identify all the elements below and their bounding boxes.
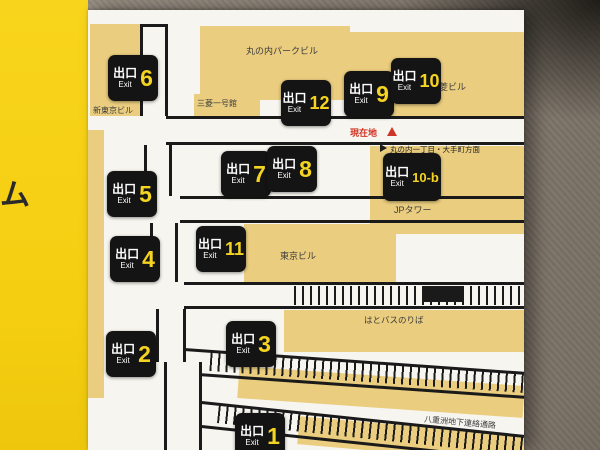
exit-sign-text: 出口 Exit: [231, 333, 255, 355]
exit-sign-text: 出口 Exit: [111, 343, 135, 365]
exit-jp-label: 出口: [272, 157, 297, 171]
current-location-label: 現在地: [350, 128, 378, 138]
exit-en-label: Exit: [397, 83, 412, 92]
exit-sign-3: 出口 Exit 3: [226, 321, 276, 367]
exit-sign-10-b: 出口 Exit 10-b: [383, 153, 441, 201]
exit-number: 3: [258, 330, 271, 357]
exit-number: 6: [140, 64, 153, 91]
road-middle-bottom-edge: [180, 220, 524, 223]
exit-sign-10: 出口 Exit 10: [391, 58, 441, 104]
label-mitsubishi-ichigokan: 三菱一号館: [197, 99, 237, 108]
passage-segment-4: [156, 309, 186, 362]
exit-sign-9: 出口 Exit 9: [344, 71, 394, 117]
exit-sign-text: 出口 Exit: [115, 248, 139, 270]
exit-sign-6: 出口 Exit 6: [108, 55, 158, 101]
block-west-strip: [88, 130, 104, 398]
exit-jp-label: 出口: [113, 66, 138, 80]
road-naka-dori-top-edge: [166, 116, 524, 119]
exit-sign-text: 出口 Exit: [198, 238, 222, 260]
exit-number: 1: [267, 422, 280, 449]
exit-jp-label: 出口: [115, 247, 140, 261]
block-tokyo-building: [244, 224, 396, 282]
exit-jp-label: 出口: [240, 424, 265, 438]
exit-sign-1: 出口 Exit 1: [235, 413, 285, 450]
current-location-marker-icon: [387, 127, 397, 136]
label-shin-tokyo-building: 新東京ビル: [93, 106, 133, 115]
exit-en-label: Exit: [203, 251, 217, 260]
exit-jp-label: 出口: [197, 237, 222, 251]
exit-number: 10-b: [412, 169, 439, 185]
exit-number: 12: [309, 92, 330, 113]
exit-en-label: Exit: [116, 356, 130, 365]
label-hato-bus-stop: はとバスのりば: [364, 315, 424, 325]
road-south-bottom-edge: [184, 306, 524, 309]
exit-en-label: Exit: [236, 346, 250, 355]
exit-number: 7: [253, 160, 266, 187]
exit-number: 5: [139, 180, 152, 207]
exit-sign-text: 出口 Exit: [349, 83, 373, 105]
block-hato-bus-area: [284, 310, 524, 352]
exit-en-label: Exit: [277, 171, 291, 180]
exit-sign-text: 出口 Exit: [113, 67, 137, 89]
label-marunouchi-park-building: 丸の内パークビル: [246, 46, 319, 56]
exit-en-label: Exit: [231, 176, 245, 185]
exit-sign-text: 出口 Exit: [282, 92, 306, 114]
exit-sign-5: 出口 Exit 5: [107, 171, 157, 217]
exit-jp-label: 出口: [111, 342, 136, 356]
exit-en-label: Exit: [390, 179, 404, 188]
direction-label: 丸の内一丁目・大手町方面: [390, 145, 480, 154]
exit-jp-label: 出口: [226, 162, 251, 176]
block-mitsubishi-ichigokan: [194, 94, 260, 116]
exit-sign-text: 出口 Exit: [226, 163, 250, 185]
panel-partial-text: ム: [0, 179, 30, 212]
exit-sign-2: 出口 Exit 2: [106, 331, 156, 377]
exit-number: 10: [419, 70, 440, 91]
exit-sign-7: 出口 Exit 7: [221, 151, 271, 197]
yellow-sign-panel: ム: [0, 0, 88, 450]
passage-segment-2: [144, 145, 172, 196]
label-mitsubishi-building: 三菱ビル: [430, 82, 467, 92]
exit-sign-text: 出口 Exit: [240, 425, 264, 447]
station-map: 丸の内パークビル 三菱一号館 新東京ビル 三菱ビル JPタワー 東京ビル はとバ…: [88, 10, 524, 450]
exit-en-label: Exit: [118, 80, 132, 89]
exit-jp-label: 出口: [349, 82, 374, 96]
road-south-top-edge: [184, 282, 524, 285]
exit-jp-label: 出口: [112, 182, 137, 196]
exit-sign-text: 出口 Exit: [272, 158, 296, 180]
road-middle-top-edge: [180, 196, 524, 199]
exit-jp-label: 出口: [385, 165, 410, 179]
label-jp-tower: JPタワー: [394, 205, 432, 215]
exit-sign-text: 出口 Exit: [112, 183, 136, 205]
exit-en-label: Exit: [354, 96, 368, 105]
exit-jp-label: 出口: [282, 91, 307, 105]
exit-number: 2: [138, 340, 151, 367]
label-tokyo-building: 東京ビル: [280, 251, 317, 261]
direction-arrow-icon: [380, 144, 387, 152]
exit-sign-11: 出口 Exit 11: [196, 226, 246, 272]
exit-jp-label: 出口: [392, 69, 417, 83]
building-footprint: [424, 286, 462, 302]
exit-sign-12: 出口 Exit 12: [281, 80, 331, 126]
exit-en-label: Exit: [287, 105, 302, 114]
exit-number: 8: [299, 155, 312, 182]
road-naka-dori-bottom-edge: [166, 142, 524, 145]
exit-number: 11: [224, 238, 245, 259]
passage-segment-5: [164, 362, 202, 450]
crosswalk-ticks-south-road: [294, 286, 522, 305]
exit-sign-text: 出口 Exit: [385, 166, 409, 188]
exit-sign-8: 出口 Exit 8: [267, 146, 317, 192]
exit-jp-label: 出口: [231, 332, 256, 346]
exit-sign-4: 出口 Exit 4: [110, 236, 160, 282]
exit-number: 4: [142, 245, 155, 272]
exit-en-label: Exit: [117, 196, 131, 205]
exit-number: 9: [376, 80, 389, 107]
exit-sign-text: 出口 Exit: [392, 70, 416, 92]
exit-en-label: Exit: [120, 261, 134, 270]
exit-en-label: Exit: [245, 438, 259, 447]
